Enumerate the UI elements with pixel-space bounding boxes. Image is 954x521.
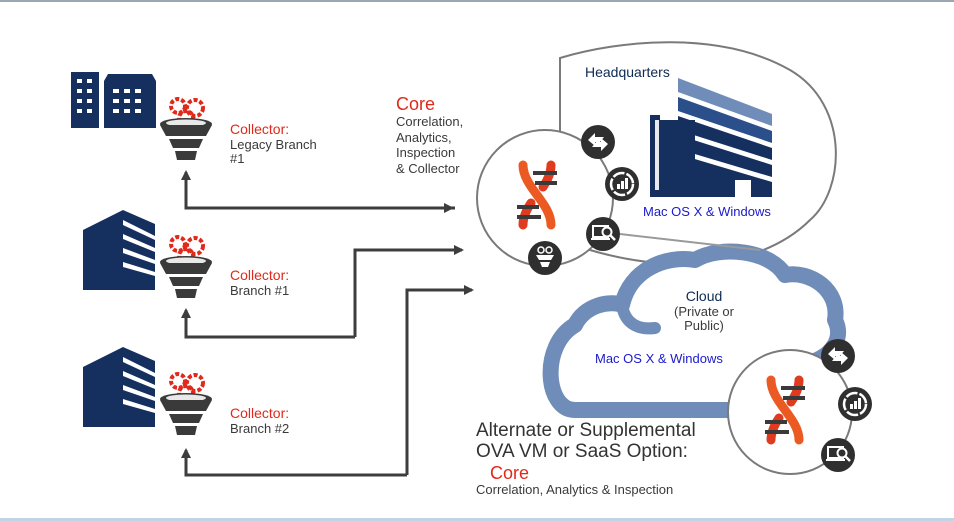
analytics-chart-icon <box>603 165 641 203</box>
collector-branch1-label: Collector: Branch #1 <box>230 267 290 298</box>
collector-name: Branch #2 <box>230 420 290 436</box>
cloud-os: Mac OS X & Windows <box>595 351 723 366</box>
bottom-border <box>0 518 954 521</box>
connector-line <box>619 233 761 251</box>
arrow-legacy-to-core <box>181 170 455 210</box>
funnel-collector-icon <box>527 240 563 276</box>
headquarters-os: Mac OS X & Windows <box>643 204 771 219</box>
alternate-line: OVA VM or SaaS Option: <box>476 441 688 463</box>
alternate-core-title: Core <box>490 462 530 483</box>
arrow-branch2-link <box>181 448 407 477</box>
core-line: Analytics, <box>396 129 452 145</box>
collector-name-suffix: #1 <box>230 151 245 167</box>
alternate-label: Alternate or Supplemental OVA VM or SaaS… <box>476 420 696 497</box>
twin-office-buildings-icon <box>71 72 156 128</box>
exchange-arrows-icon <box>821 339 855 373</box>
funnel-collector-icon <box>158 372 214 437</box>
headquarters-building-icon <box>650 78 772 197</box>
collector-title: Collector: <box>230 405 290 421</box>
funnel-collector-icon <box>158 235 214 300</box>
top-border <box>0 0 954 2</box>
exchange-arrows-icon <box>581 125 615 159</box>
cloud-inner-curl <box>616 299 661 335</box>
collector-title: Collector: <box>230 267 290 283</box>
cloud-line: Public) <box>684 318 724 334</box>
arrow-branch2-to-core <box>405 285 474 475</box>
core-label: Core Correlation, Analytics, Inspection … <box>396 94 463 177</box>
cloud-title: Cloud <box>685 288 723 304</box>
laptop-inspection-icon <box>819 436 857 474</box>
core-line: & Collector <box>396 160 460 176</box>
cloud-label: Cloud (Private or Public) <box>664 288 744 334</box>
collector-branch2-label: Collector: Branch #2 <box>230 405 290 436</box>
arrow-branch1-link <box>181 308 355 339</box>
striped-building-icon <box>83 347 155 427</box>
analytics-chart-icon <box>836 385 874 423</box>
laptop-inspection-icon <box>584 215 622 253</box>
collector-title: Collector: <box>230 121 290 137</box>
arrow-branch1-to-core <box>353 245 464 337</box>
collector-legacy-label: Collector: Legacy Branch #1 <box>230 121 317 167</box>
funnel-collector-icon <box>158 97 214 162</box>
core-line: Correlation, <box>396 114 464 130</box>
collector-name: Legacy Branch <box>230 136 317 152</box>
core-title: Core <box>396 94 436 114</box>
collector-name: Branch #1 <box>230 282 290 298</box>
core-line: Inspection <box>396 145 456 161</box>
headquarters-title: Headquarters <box>585 64 670 80</box>
alternate-core-sub: Correlation, Analytics & Inspection <box>476 481 674 497</box>
alternate-line: Alternate or Supplemental <box>476 420 696 441</box>
cloud-line: (Private or <box>674 303 734 319</box>
striped-building-icon <box>83 210 155 290</box>
